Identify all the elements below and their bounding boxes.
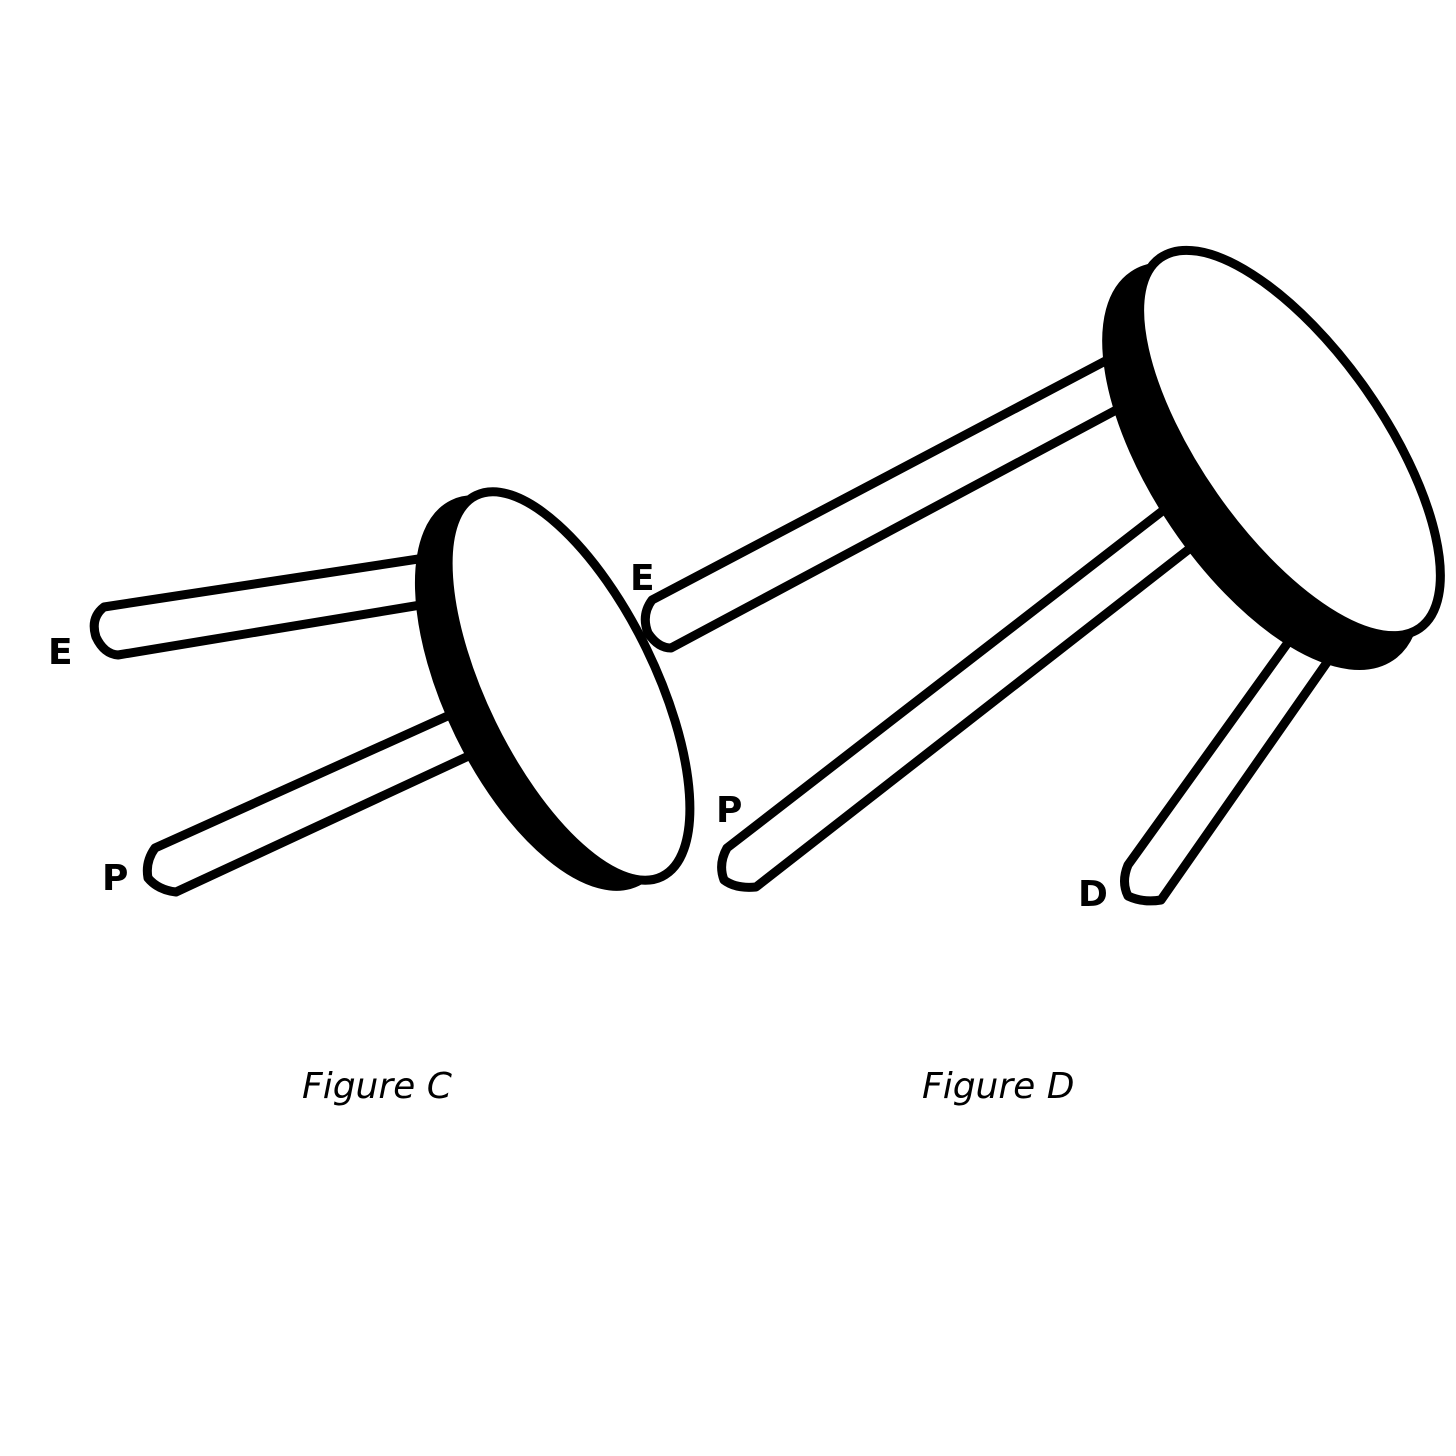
figure-c-label-e: E (48, 632, 73, 673)
figure-d-seat-top (1135, 245, 1445, 641)
figure-c-caption: Figure C (302, 1066, 453, 1107)
figure-d-label-d: D (1078, 874, 1108, 915)
figure-d-leg-e (640, 343, 1153, 653)
figure-c-label-p: P (102, 858, 128, 899)
figure-d-label-p: P (716, 790, 742, 831)
figure-c: E P Figure C (48, 487, 695, 1107)
figure-d-leg-d (1120, 593, 1356, 906)
figure-c-seat-top (443, 487, 695, 885)
figure-d-leg-p (717, 473, 1239, 892)
figure-d: E P D Figure D (630, 245, 1445, 1107)
figure-c-leg-e (89, 551, 450, 660)
figure-d-caption: Figure D (922, 1066, 1075, 1107)
figure-c-leg-p (142, 695, 508, 897)
figure-d-label-e: E (630, 558, 655, 599)
